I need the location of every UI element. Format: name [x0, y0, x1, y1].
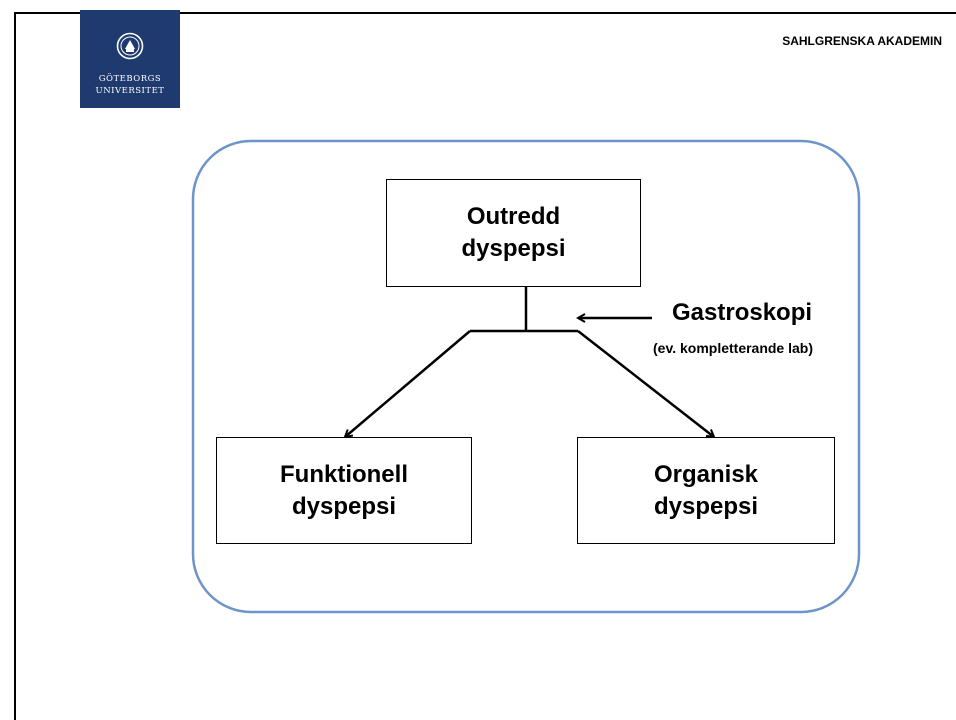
university-seal-icon [116, 32, 144, 60]
logo-text-line1: GÖTEBORGS [98, 74, 162, 84]
node-outredd-line2: dyspepsi [461, 235, 566, 262]
university-logo: GÖTEBORGS UNIVERSITET [80, 10, 180, 108]
arrow-to-funktionell [345, 330, 471, 437]
logo-text-line2: UNIVERSITET [95, 86, 165, 96]
arrow-to-organisk [577, 330, 714, 437]
annotation-kompletterande-lab: (ev. kompletterande lab) [653, 340, 814, 356]
node-organisk-line1: Organisk [653, 460, 759, 488]
node-funktionell-line2: dyspepsi [291, 492, 397, 520]
node-funktionell-line1: Funktionell [280, 460, 408, 488]
slide-frame [14, 12, 956, 720]
node-outredd-line1: Outredd [466, 203, 561, 230]
diagram-container [191, 139, 861, 614]
node-organisk-line2: dyspepsi [653, 492, 759, 520]
node-organisk-dyspepsi: Organisk dyspepsi [577, 437, 835, 544]
node-funktionell-dyspepsi: Funktionell dyspepsi [216, 437, 472, 544]
node-outredd-dyspepsi: Outredd dyspepsi [386, 179, 641, 287]
header-organization: SAHLGRENSKA AKADEMIN [782, 34, 942, 48]
annotation-gastroskopi: Gastroskopi [672, 299, 813, 326]
